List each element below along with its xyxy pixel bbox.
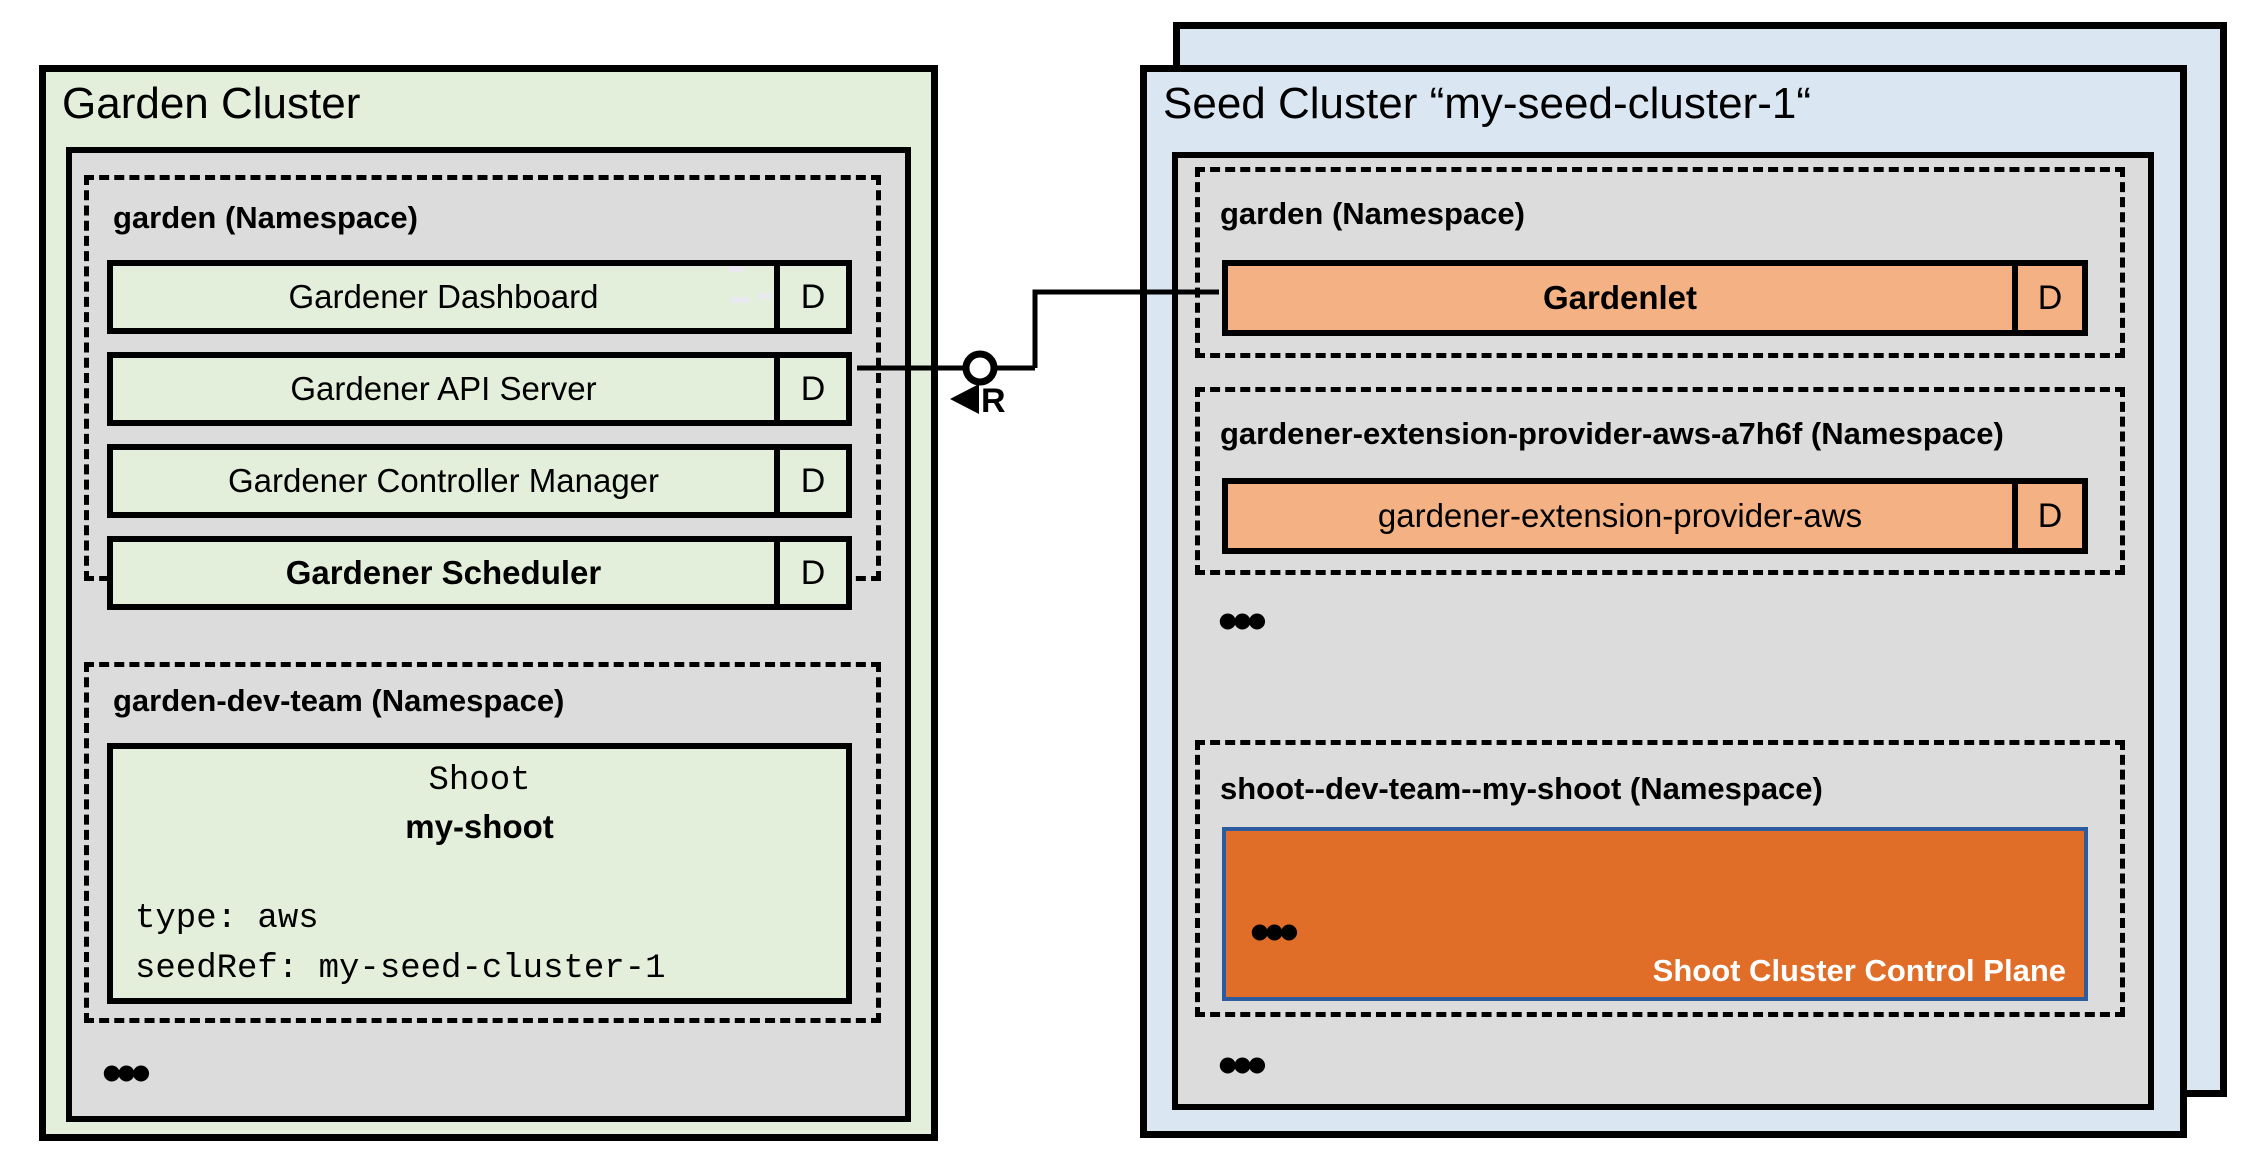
render-artifact (728, 266, 745, 272)
shoot-spec-seedref: seedRef: my-seed-cluster-1 (135, 949, 666, 988)
deployment-badge: D (2012, 484, 2082, 548)
more-components-indicator: ••• (102, 1041, 151, 1104)
namespace-garden-dev-team: garden-dev-team (Namespace) Shoot my-sho… (84, 662, 881, 1023)
component-label: Gardener Dashboard (288, 278, 599, 315)
component-gardener-api-server: Gardener API Server D (107, 352, 852, 426)
component-label: Gardener API Server (290, 370, 597, 407)
component-gardener-extension-provider-aws: gardener-extension-provider-aws D (1222, 478, 2088, 554)
shoot-resource-kind: Shoot (428, 762, 531, 800)
namespace-garden-dev-team-label: garden-dev-team (Namespace) (113, 683, 565, 718)
seed-cluster-box: Seed Cluster “my-seed-cluster-1“ garden … (1140, 65, 2187, 1138)
more-control-plane-components-indicator: ••• (1250, 900, 1299, 963)
namespace-garden-left-label: garden (Namespace) (113, 200, 418, 235)
watch-endpoint-circle-icon (962, 350, 998, 386)
namespace-shoot-dev-team-my-shoot: shoot--dev-team--my-shoot (Namespace) ••… (1195, 740, 2125, 1017)
namespace-garden-left: garden (Namespace) Gardener Dashboard D … (84, 175, 881, 610)
namespace-extension-provider-aws: gardener-extension-provider-aws-a7h6f (N… (1195, 387, 2125, 575)
shoot-spec-type: type: aws (135, 900, 319, 939)
component-gardenlet: Gardenlet D (1222, 260, 2088, 336)
shoot-cluster-control-plane-label: Shoot Cluster Control Plane (1652, 953, 2066, 988)
deployment-badge: D (774, 542, 846, 604)
shoot-resource-box: Shoot my-shoot type: aws seedRef: my-see… (107, 743, 852, 1004)
render-artifact (758, 293, 771, 299)
shoot-resource-name: my-shoot (405, 807, 554, 845)
seed-cluster-title: Seed Cluster “my-seed-cluster-1“ (1163, 79, 1811, 128)
namespace-shoot-label: shoot--dev-team--my-shoot (Namespace) (1220, 771, 1823, 806)
garden-cluster-title: Garden Cluster (62, 79, 361, 128)
component-gardener-scheduler: Gardener Scheduler D (107, 536, 852, 610)
namespace-garden-right: garden (Namespace) Gardenlet D (1195, 167, 2125, 358)
reconcile-label: R (981, 382, 1006, 420)
more-namespaces-indicator: ••• (1218, 1033, 1267, 1096)
deployment-badge: D (774, 450, 846, 512)
deployment-badge: D (774, 266, 846, 328)
render-artifact (731, 297, 750, 303)
garden-cluster-inner-panel: garden (Namespace) Gardener Dashboard D … (66, 147, 911, 1122)
component-label: gardener-extension-provider-aws (1377, 497, 1863, 534)
more-namespaces-indicator: ••• (1218, 589, 1267, 652)
deployment-badge: D (774, 358, 846, 420)
component-label: Gardener Controller Manager (227, 462, 660, 499)
reconcile-arrow-left-icon (950, 384, 979, 414)
namespace-extension-label: gardener-extension-provider-aws-a7h6f (N… (1220, 416, 2004, 451)
component-gardener-controller-manager: Gardener Controller Manager D (107, 444, 852, 518)
shoot-cluster-control-plane-box: ••• Shoot Cluster Control Plane (1222, 827, 2088, 1001)
component-label: Gardener Scheduler (285, 554, 602, 591)
deployment-badge: D (2012, 266, 2082, 330)
component-gardener-dashboard: Gardener Dashboard D (107, 260, 852, 334)
seed-cluster-inner-panel: garden (Namespace) Gardenlet D gardener-… (1172, 152, 2154, 1110)
garden-cluster-box: Garden Cluster garden (Namespace) Garden… (39, 65, 938, 1141)
namespace-garden-right-label: garden (Namespace) (1220, 196, 1525, 231)
component-label: Gardenlet (1542, 279, 1698, 316)
